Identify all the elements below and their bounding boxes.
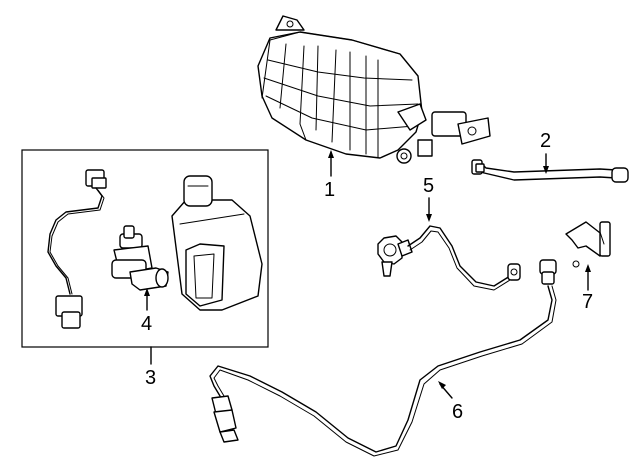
callout-3: 3: [145, 367, 156, 389]
oxygen-sensor-lower: [209, 259, 557, 457]
wire-harness: [47, 169, 107, 329]
inset-box: [21, 149, 269, 348]
callout-6: 6: [452, 401, 463, 423]
callout-5: 5: [423, 175, 434, 197]
canister-filter: [171, 175, 263, 311]
callout-2: 2: [540, 130, 551, 152]
callout-1: 1: [324, 179, 335, 201]
oxygen-sensor-upper: [377, 225, 521, 291]
vapor-hose: [471, 159, 629, 183]
callout-7: 7: [582, 291, 593, 313]
callout-4: 4: [141, 313, 152, 335]
mounting-bracket: [565, 221, 611, 268]
vapor-canister: [257, 15, 491, 164]
purge-valve: [111, 225, 169, 291]
